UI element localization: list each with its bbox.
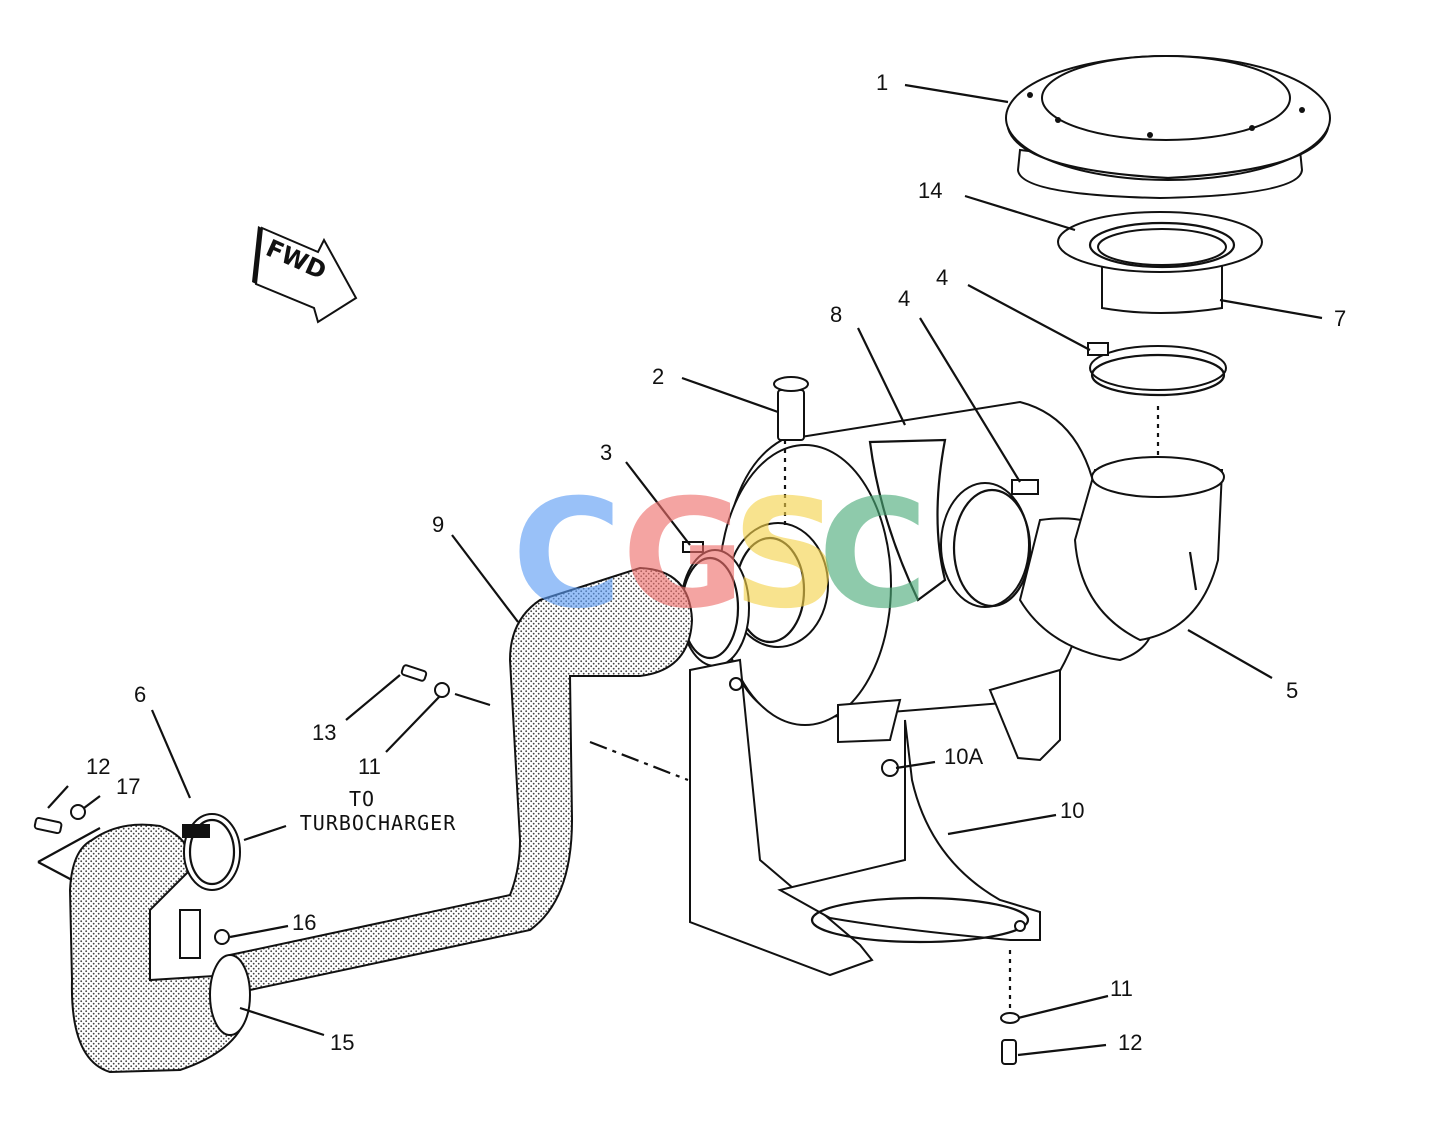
callout-17: 17 [116, 774, 140, 799]
callout-4-upper: 4 [936, 265, 948, 290]
mounting-bracket-part [689, 658, 1041, 977]
watermark-letter-3: S [732, 468, 840, 642]
callout-7: 7 [1334, 306, 1346, 331]
callout-12-left: 12 [86, 754, 110, 779]
callout-6: 6 [134, 682, 146, 707]
watermark-letter-4: C [818, 468, 928, 642]
air-cleaner-housing [718, 400, 1102, 762]
note-line-1: TO [349, 787, 375, 811]
rain-cap-part [1005, 55, 1331, 200]
callout-12-right: 12 [1118, 1030, 1142, 1055]
callout-1: 1 [876, 70, 888, 95]
lower-elbow-hose-part [68, 823, 251, 1074]
callout-11-right: 11 [1110, 976, 1133, 1001]
callout-8: 8 [830, 302, 842, 327]
callout-15: 15 [330, 1030, 354, 1055]
adapter-ring-part [1057, 211, 1263, 314]
callout-4-lower: 4 [898, 286, 910, 311]
watermark-letter-1: C [512, 468, 622, 642]
callout-11-left: 11 [358, 754, 381, 779]
vacuator-valve-part [773, 376, 809, 441]
watermark-logo: C G S C [512, 468, 928, 642]
callout-labels: 1 14 4 7 4 8 2 3 9 5 6 12 17 13 11 10A 1… [86, 70, 1346, 1055]
callout-16: 16 [292, 910, 316, 935]
hose-clamp-part [182, 813, 241, 891]
leader-lines [47, 83, 1323, 1057]
callout-13: 13 [312, 720, 336, 745]
callout-5: 5 [1286, 678, 1298, 703]
callout-14: 14 [918, 178, 942, 203]
turbocharger-note: TO TURBOCHARGER [300, 787, 457, 835]
callout-9: 9 [432, 512, 444, 537]
callout-2: 2 [652, 364, 664, 389]
hardware-parts [33, 664, 1020, 1065]
callout-10a: 10A [944, 744, 983, 769]
outlet-elbow-part [940, 456, 1225, 662]
watermark-letter-2: G [622, 468, 745, 642]
callout-3: 3 [600, 440, 612, 465]
callout-10: 10 [1060, 798, 1084, 823]
fwd-arrow: FWD [252, 226, 358, 324]
inlet-hose-part [228, 566, 694, 992]
upper-clamp-part [1087, 342, 1227, 480]
note-line-2: TURBOCHARGER [300, 811, 457, 835]
